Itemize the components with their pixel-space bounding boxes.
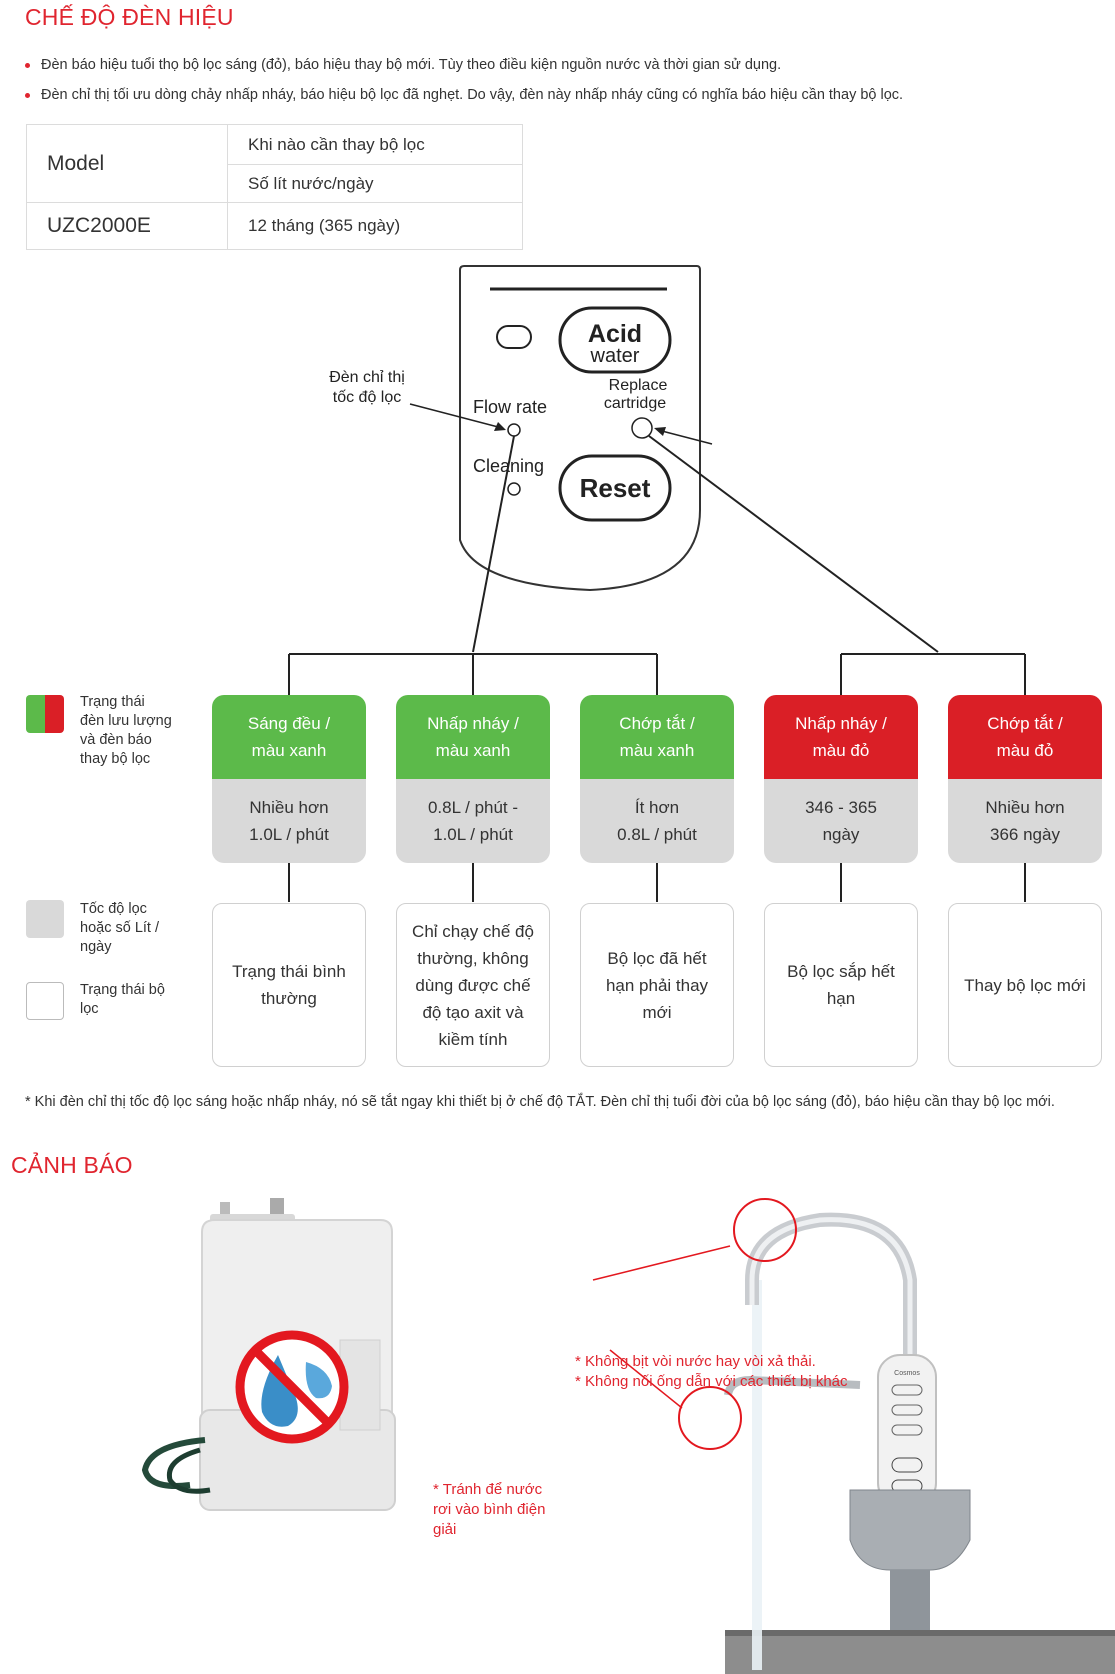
power-cord xyxy=(141,1437,206,1489)
cleaning-light xyxy=(507,482,521,496)
warning-faucet-text: * Không bịt vòi nước hay vòi xả thải. * … xyxy=(575,1353,848,1390)
flow-rate-label: Flow rate xyxy=(473,397,547,417)
legend-swatch-status xyxy=(26,695,64,733)
flow-connector xyxy=(472,435,515,653)
acid-indicator-light xyxy=(496,325,532,349)
replace-arrowhead xyxy=(654,427,666,436)
bullet-item: Đèn chỉ thị tối ưu dòng chảy nhấp nháy, … xyxy=(25,80,1085,110)
model-value: UZC2000E xyxy=(26,202,228,250)
spout-highlight-circle xyxy=(733,1198,797,1262)
device-illustration xyxy=(141,1198,396,1511)
callout-arrowhead xyxy=(494,422,506,431)
status-light: Chớp tắt /màu xanh xyxy=(580,695,734,779)
status-light: Nhấp nháy /màu đỏ xyxy=(764,695,918,779)
acid-label: Acid xyxy=(588,320,642,348)
status-box: Nhấp nháy /màu xanh 0.8L / phút -1.0L / … xyxy=(396,695,550,863)
legend-status-text: Trạng thái đèn lưu lượng và đèn báo thay… xyxy=(80,694,172,767)
warning-device-text: * Tránh để nước rơi vào bình điện giải xyxy=(433,1481,546,1538)
footnote: * Khi đèn chỉ thị tốc độ lọc sáng hoặc n… xyxy=(25,1094,1055,1110)
reset-label: Reset xyxy=(580,473,651,503)
tree-connectors xyxy=(288,653,1026,902)
status-light: Chớp tắt /màu đỏ xyxy=(948,695,1102,779)
sink-surface xyxy=(725,1630,1115,1674)
reset-button[interactable] xyxy=(558,454,672,522)
filter-state-box: Thay bộ lọc mới xyxy=(948,903,1102,1067)
cartridge-label: cartridge xyxy=(604,395,666,412)
water-drop-icon xyxy=(261,1355,298,1427)
section-title-warning: CẢNH BÁO xyxy=(11,1152,133,1178)
replace-value: 12 tháng (365 ngày) xyxy=(227,202,523,250)
callout-arrow xyxy=(409,403,503,429)
acid-water-button[interactable] xyxy=(558,306,672,374)
flow-rate-light xyxy=(507,423,521,437)
water-stream xyxy=(752,1280,762,1670)
legend-flow-text: Tốc độ lọc hoặc số Lít / ngày xyxy=(80,901,159,955)
bullet-list: Đèn báo hiệu tuổi thọ bộ lọc sáng (đỏ), … xyxy=(25,50,1085,110)
status-light: Sáng đều /màu xanh xyxy=(212,695,366,779)
legend-swatch-flow xyxy=(26,900,64,938)
table-header-liters: Số lít nước/ngày xyxy=(227,164,523,203)
legend-filter-text: Trạng thái bộ lọc xyxy=(80,982,165,1017)
faucet-brand: Cosmos xyxy=(894,1370,920,1377)
model-label: Model xyxy=(26,124,228,203)
status-light: Nhấp nháy /màu xanh xyxy=(396,695,550,779)
faucet-control-panel xyxy=(877,1354,937,1506)
bullet-item: Đèn báo hiệu tuổi thọ bộ lọc sáng (đỏ), … xyxy=(25,50,1085,80)
callout-line-2: tốc độ lọc xyxy=(333,389,401,406)
faucet-illustration: Cosmos xyxy=(592,1198,1115,1674)
replace-cartridge-light xyxy=(631,417,653,439)
callout-line-1: Đèn chỉ thị xyxy=(329,369,405,386)
faucet-body xyxy=(849,1489,971,1571)
control-panel-diagram: Acid water Replace cartridge Flow rate C… xyxy=(329,265,939,653)
status-flow: 0.8L / phút -1.0L / phút xyxy=(396,779,550,863)
replace-label: Replace xyxy=(609,377,668,394)
water-label: water xyxy=(590,345,640,367)
section-title-light-modes: CHẾ ĐỘ ĐÈN HIỆU xyxy=(25,4,234,30)
spec-table: Model Khi nào cần thay bộ lọc Số lít nướ… xyxy=(26,124,523,250)
legend-swatch-filter xyxy=(26,982,64,1020)
table-header-replace: Khi nào cần thay bộ lọc xyxy=(227,124,523,165)
replace-arrow xyxy=(657,429,713,445)
replace-connector xyxy=(648,435,939,653)
outlet-highlight-circle xyxy=(678,1386,742,1450)
